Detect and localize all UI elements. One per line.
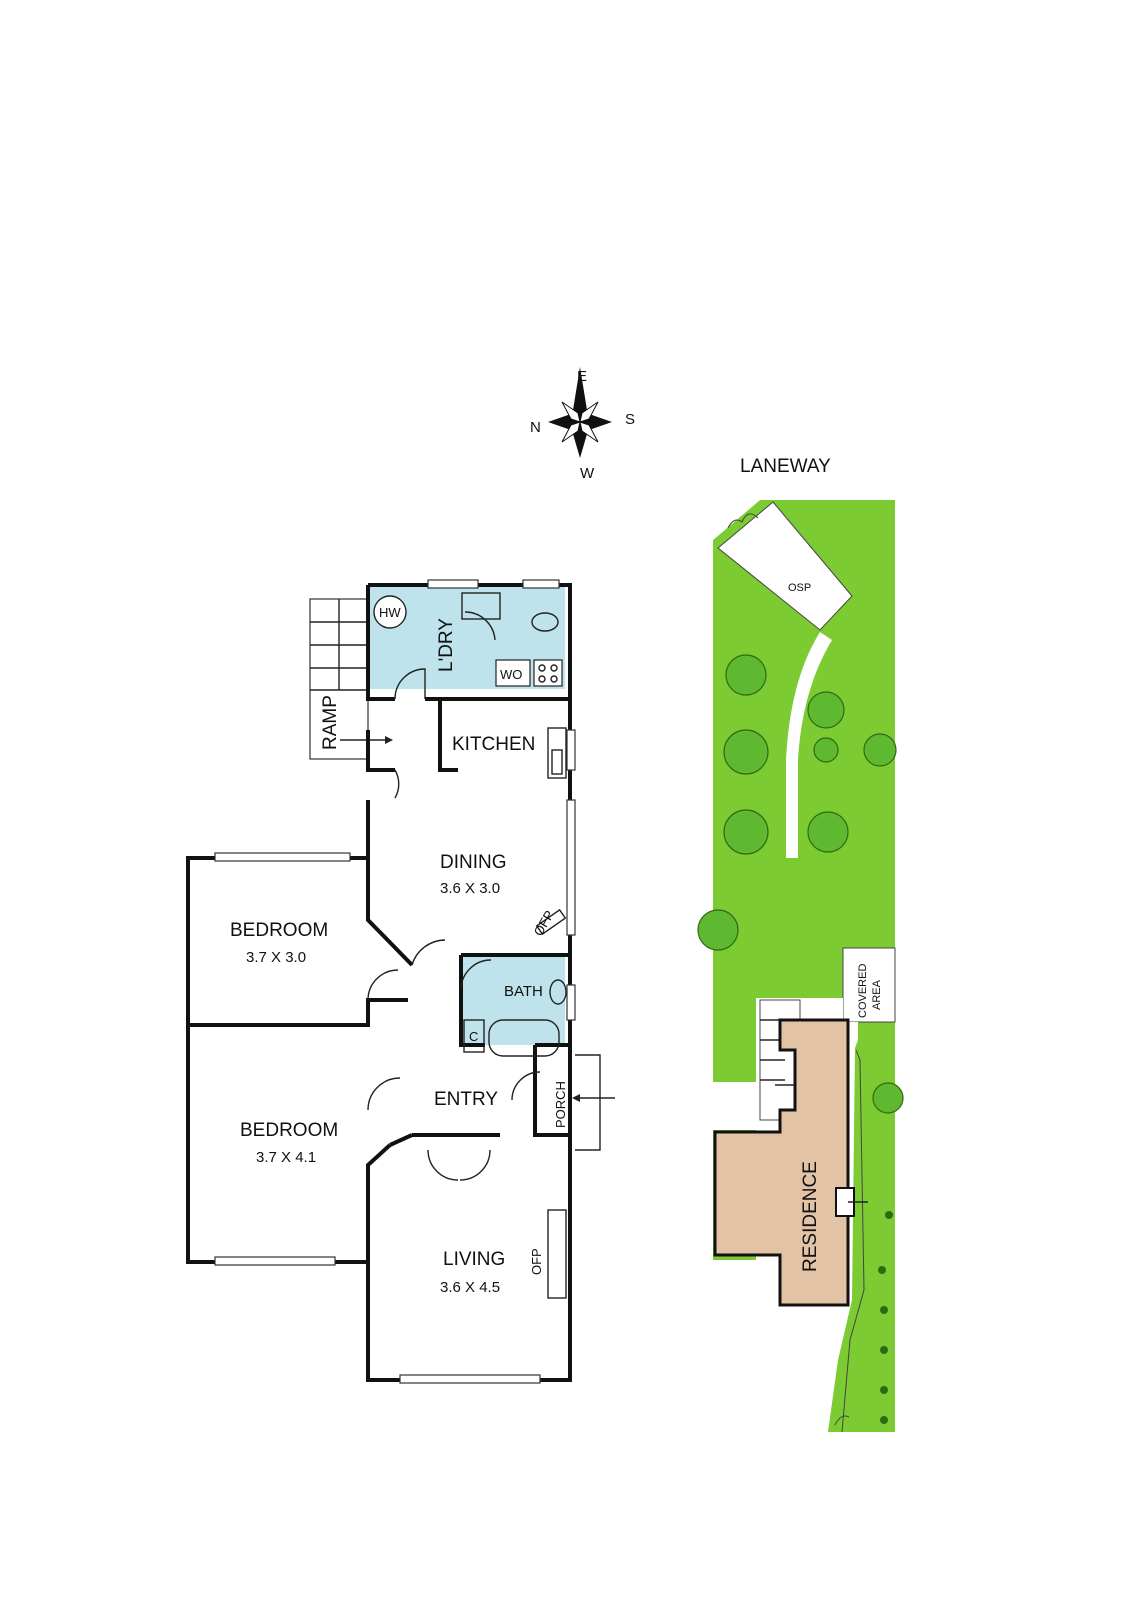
compass-east-label: E bbox=[577, 368, 587, 385]
covered-label-1: COVERED bbox=[857, 964, 869, 1018]
double-door-swing bbox=[427, 1149, 491, 1181]
door-swing bbox=[394, 769, 400, 799]
wo-label: WO bbox=[500, 667, 522, 682]
door-swing bbox=[464, 611, 496, 641]
cooktop bbox=[533, 659, 563, 687]
tree bbox=[813, 737, 839, 763]
ramp-door-wall bbox=[366, 730, 395, 772]
hw-label: HW bbox=[379, 605, 401, 620]
osp-parking bbox=[717, 501, 853, 631]
site-plan: LANEWAY OSP C bbox=[697, 456, 904, 1433]
laneway-label: LANEWAY bbox=[740, 456, 831, 477]
bedroom1-label: BEDROOM bbox=[230, 920, 328, 941]
toilet bbox=[531, 612, 559, 632]
door-swing bbox=[394, 668, 426, 700]
window bbox=[522, 579, 560, 589]
shrub bbox=[885, 1211, 893, 1219]
dining-dimensions: 3.6 X 3.0 bbox=[440, 880, 500, 897]
driveway-path bbox=[786, 632, 832, 858]
hot-water-unit bbox=[373, 595, 407, 629]
bedroom2-dimensions: 3.7 X 4.1 bbox=[256, 1149, 316, 1166]
kitchen-sink bbox=[547, 727, 567, 779]
compass-south-label: S bbox=[625, 411, 635, 428]
shrub bbox=[880, 1346, 888, 1354]
compass-rose: E N S W bbox=[530, 367, 635, 482]
laundry-tub bbox=[461, 592, 501, 620]
trees bbox=[697, 654, 904, 1424]
dining-label: DINING bbox=[440, 852, 507, 873]
cupboard bbox=[463, 1019, 485, 1053]
laundry-label: L'DRY bbox=[436, 618, 457, 672]
compass-north-label: N bbox=[530, 419, 541, 436]
door-swing bbox=[511, 1071, 541, 1101]
rear-paving bbox=[713, 1082, 760, 1130]
residence-footprint bbox=[713, 1018, 850, 1307]
bedroom1-dimensions: 3.7 X 3.0 bbox=[246, 949, 306, 966]
wall-segment bbox=[389, 1133, 413, 1147]
kitchen-wall bbox=[438, 699, 458, 772]
tree bbox=[723, 809, 769, 855]
bedroom2-label: BEDROOM bbox=[240, 1120, 338, 1141]
house-floor-plan: RAMP HW WO bbox=[186, 579, 615, 1384]
shrub bbox=[880, 1306, 888, 1314]
ramp: RAMP bbox=[309, 598, 393, 760]
tree bbox=[863, 733, 897, 767]
cupboard-label: C bbox=[469, 1029, 478, 1044]
ramp-label: RAMP bbox=[320, 695, 341, 750]
tree bbox=[807, 691, 845, 729]
tree bbox=[697, 909, 739, 951]
osp-label: OSP bbox=[788, 582, 811, 594]
kitchen-label: KITCHEN bbox=[452, 734, 535, 755]
porch-walls bbox=[412, 1043, 570, 1137]
shrub bbox=[878, 1266, 886, 1274]
window bbox=[214, 1256, 336, 1266]
living-label: LIVING bbox=[443, 1249, 505, 1270]
living-fireplace bbox=[547, 1209, 567, 1299]
dining-ofp-label: OFP bbox=[531, 908, 557, 939]
window bbox=[214, 852, 351, 862]
tree bbox=[723, 729, 769, 775]
living-dimensions: 3.6 X 4.5 bbox=[440, 1279, 500, 1296]
dining-fireplace bbox=[535, 908, 567, 936]
shrub bbox=[880, 1386, 888, 1394]
bath-toilet bbox=[549, 979, 567, 1005]
door-swing bbox=[460, 959, 492, 991]
door-swing bbox=[367, 1077, 401, 1111]
residence-label: RESIDENCE bbox=[800, 1161, 821, 1272]
window bbox=[566, 984, 576, 1021]
tree bbox=[725, 654, 767, 696]
bathtub bbox=[488, 1019, 560, 1057]
window bbox=[566, 799, 576, 936]
wo-box bbox=[495, 659, 531, 687]
door-swing bbox=[411, 939, 446, 966]
door-swing bbox=[367, 969, 399, 1001]
living-ofp-label: OFP bbox=[529, 1248, 544, 1275]
laundry-wall bbox=[366, 585, 570, 701]
tree bbox=[872, 1082, 904, 1114]
porch-step bbox=[575, 1054, 601, 1151]
bath-area bbox=[461, 955, 565, 1045]
window bbox=[427, 579, 479, 589]
porch-label: PORCH bbox=[553, 1081, 568, 1128]
entry-label: ENTRY bbox=[434, 1089, 498, 1110]
covered-area bbox=[842, 947, 896, 1023]
bedroom-divider bbox=[188, 998, 408, 1027]
covered-label-2: AREA bbox=[871, 979, 883, 1010]
window bbox=[566, 729, 576, 771]
window bbox=[399, 1374, 541, 1384]
compass-west-label: W bbox=[580, 465, 595, 482]
bath-label: BATH bbox=[504, 983, 543, 1000]
shrub bbox=[880, 1416, 888, 1424]
tree bbox=[807, 811, 849, 853]
